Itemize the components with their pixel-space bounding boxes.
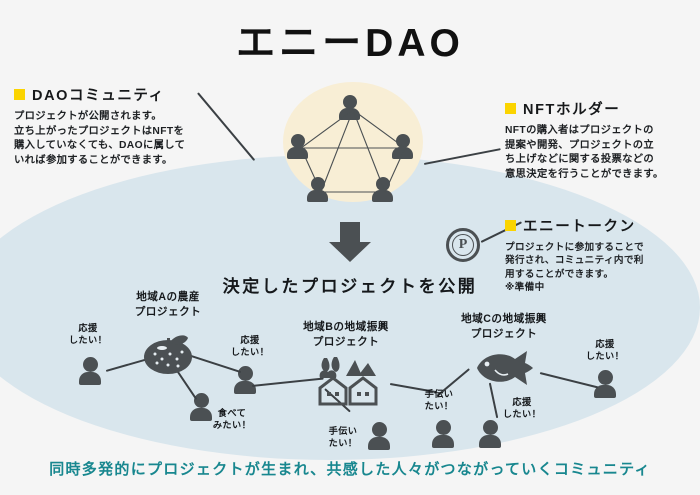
project-a-supporter-2 [234, 366, 256, 394]
project-a-supporter-1 [79, 357, 101, 385]
project-a-supporter-label-3: 食べて みたい！ [212, 408, 252, 431]
project-a-title: 地域Aの農産 プロジェクト [134, 291, 202, 318]
callout-token-heading-row: エニートークン [505, 215, 695, 236]
callout-dao-community: DAOコミュニティ プロジェクトが公開されます。 立ち上がったプロジェクトはNF… [14, 84, 229, 168]
person-icon [482, 420, 498, 435]
person-icon-body [432, 435, 454, 448]
arrow-shaft [340, 222, 360, 244]
project-c-supporter-label-1: 応援 したい！ [502, 397, 542, 420]
village-houses-icon [318, 357, 378, 406]
project-b-title: 地域Bの地域振興 プロジェクト [303, 321, 389, 348]
token-coin-icon: P [446, 228, 480, 262]
page-title: エニーDAO [236, 22, 464, 65]
project-a-supporter-3 [190, 393, 212, 421]
project-b-supporter-1 [368, 422, 390, 450]
callout-any-token: エニートークン プロジェクトに参加することで 発行され、コミュニティ内で利 用す… [505, 215, 695, 295]
callout-dao-body: プロジェクトが公開されます。 立ち上がったプロジェクトはNFTを 購入していなく… [14, 111, 186, 166]
yellow-square-icon [505, 103, 516, 114]
connector-network-to-nft [423, 148, 501, 165]
yellow-square-icon [14, 89, 25, 100]
project-b-supporter-label-1: 手伝い たい！ [328, 426, 358, 449]
network-node-left [287, 134, 308, 159]
callout-token-body: プロジェクトに参加することで 発行され、コミュニティ内で利 用することができます… [505, 242, 644, 294]
person-icon [290, 134, 305, 148]
person-icon [237, 366, 253, 381]
person-icon [193, 393, 209, 408]
callout-nft-heading-row: NFTホルダー [505, 98, 695, 119]
project-b-supporter-label-2: 手伝い たい！ [424, 389, 454, 412]
person-icon [375, 177, 390, 191]
project-c-title: 地域Cの地域振興 プロジェクト [461, 313, 547, 340]
person-icon-body [479, 435, 501, 448]
fish-icon [477, 351, 533, 385]
arrow-tip [329, 242, 371, 262]
project-b-supporter-2 [432, 420, 454, 448]
token-coin-label: P [452, 234, 474, 256]
person-icon-body [287, 147, 308, 159]
callout-token-heading: エニートークン [523, 219, 636, 235]
community-ellipse-background [0, 155, 700, 460]
person-icon-body [594, 385, 616, 398]
person-icon-body [79, 372, 101, 385]
person-icon [597, 370, 613, 385]
callout-nft-heading: NFTホルダー [523, 102, 621, 118]
network-graph-edges [300, 109, 406, 193]
person-icon [395, 134, 410, 148]
network-node-bottom-right [372, 177, 393, 202]
yellow-square-icon [505, 220, 516, 231]
bottom-caption: 同時多発的にプロジェクトが生まれ、共感した人々がつながっていくコミュニティ [49, 461, 651, 478]
person-icon [435, 420, 451, 435]
person-icon-body [190, 408, 212, 421]
person-icon-body [368, 437, 390, 450]
person-icon-body [372, 190, 393, 202]
fruit-icon [144, 335, 192, 374]
callout-dao-heading-row: DAOコミュニティ [14, 84, 229, 105]
project-a-supporter-label-2: 応援 したい！ [230, 335, 270, 358]
person-icon-body [307, 190, 328, 202]
down-arrow-icon [329, 222, 371, 262]
person-icon [371, 422, 387, 437]
person-icon-body [234, 381, 256, 394]
project-c-supporter-1 [479, 420, 501, 448]
callout-nft-body: NFTの購入者はプロジェクトの 提案や開発、プロジェクトの立 ち上げなどに関する… [505, 125, 664, 180]
callout-nft-holder: NFTホルダー NFTの購入者はプロジェクトの 提案や開発、プロジェクトの立 ち… [505, 98, 695, 182]
project-c-supporter-2 [594, 370, 616, 398]
person-icon [342, 95, 357, 109]
project-a-supporter-label-1: 応援 したい！ [68, 323, 108, 346]
project-c-supporter-label-2: 応援 したい！ [585, 339, 625, 362]
center-headline: 決定したプロジェクトを公開 [222, 277, 478, 296]
callout-dao-heading: DAOコミュニティ [32, 88, 165, 104]
person-icon [82, 357, 98, 372]
